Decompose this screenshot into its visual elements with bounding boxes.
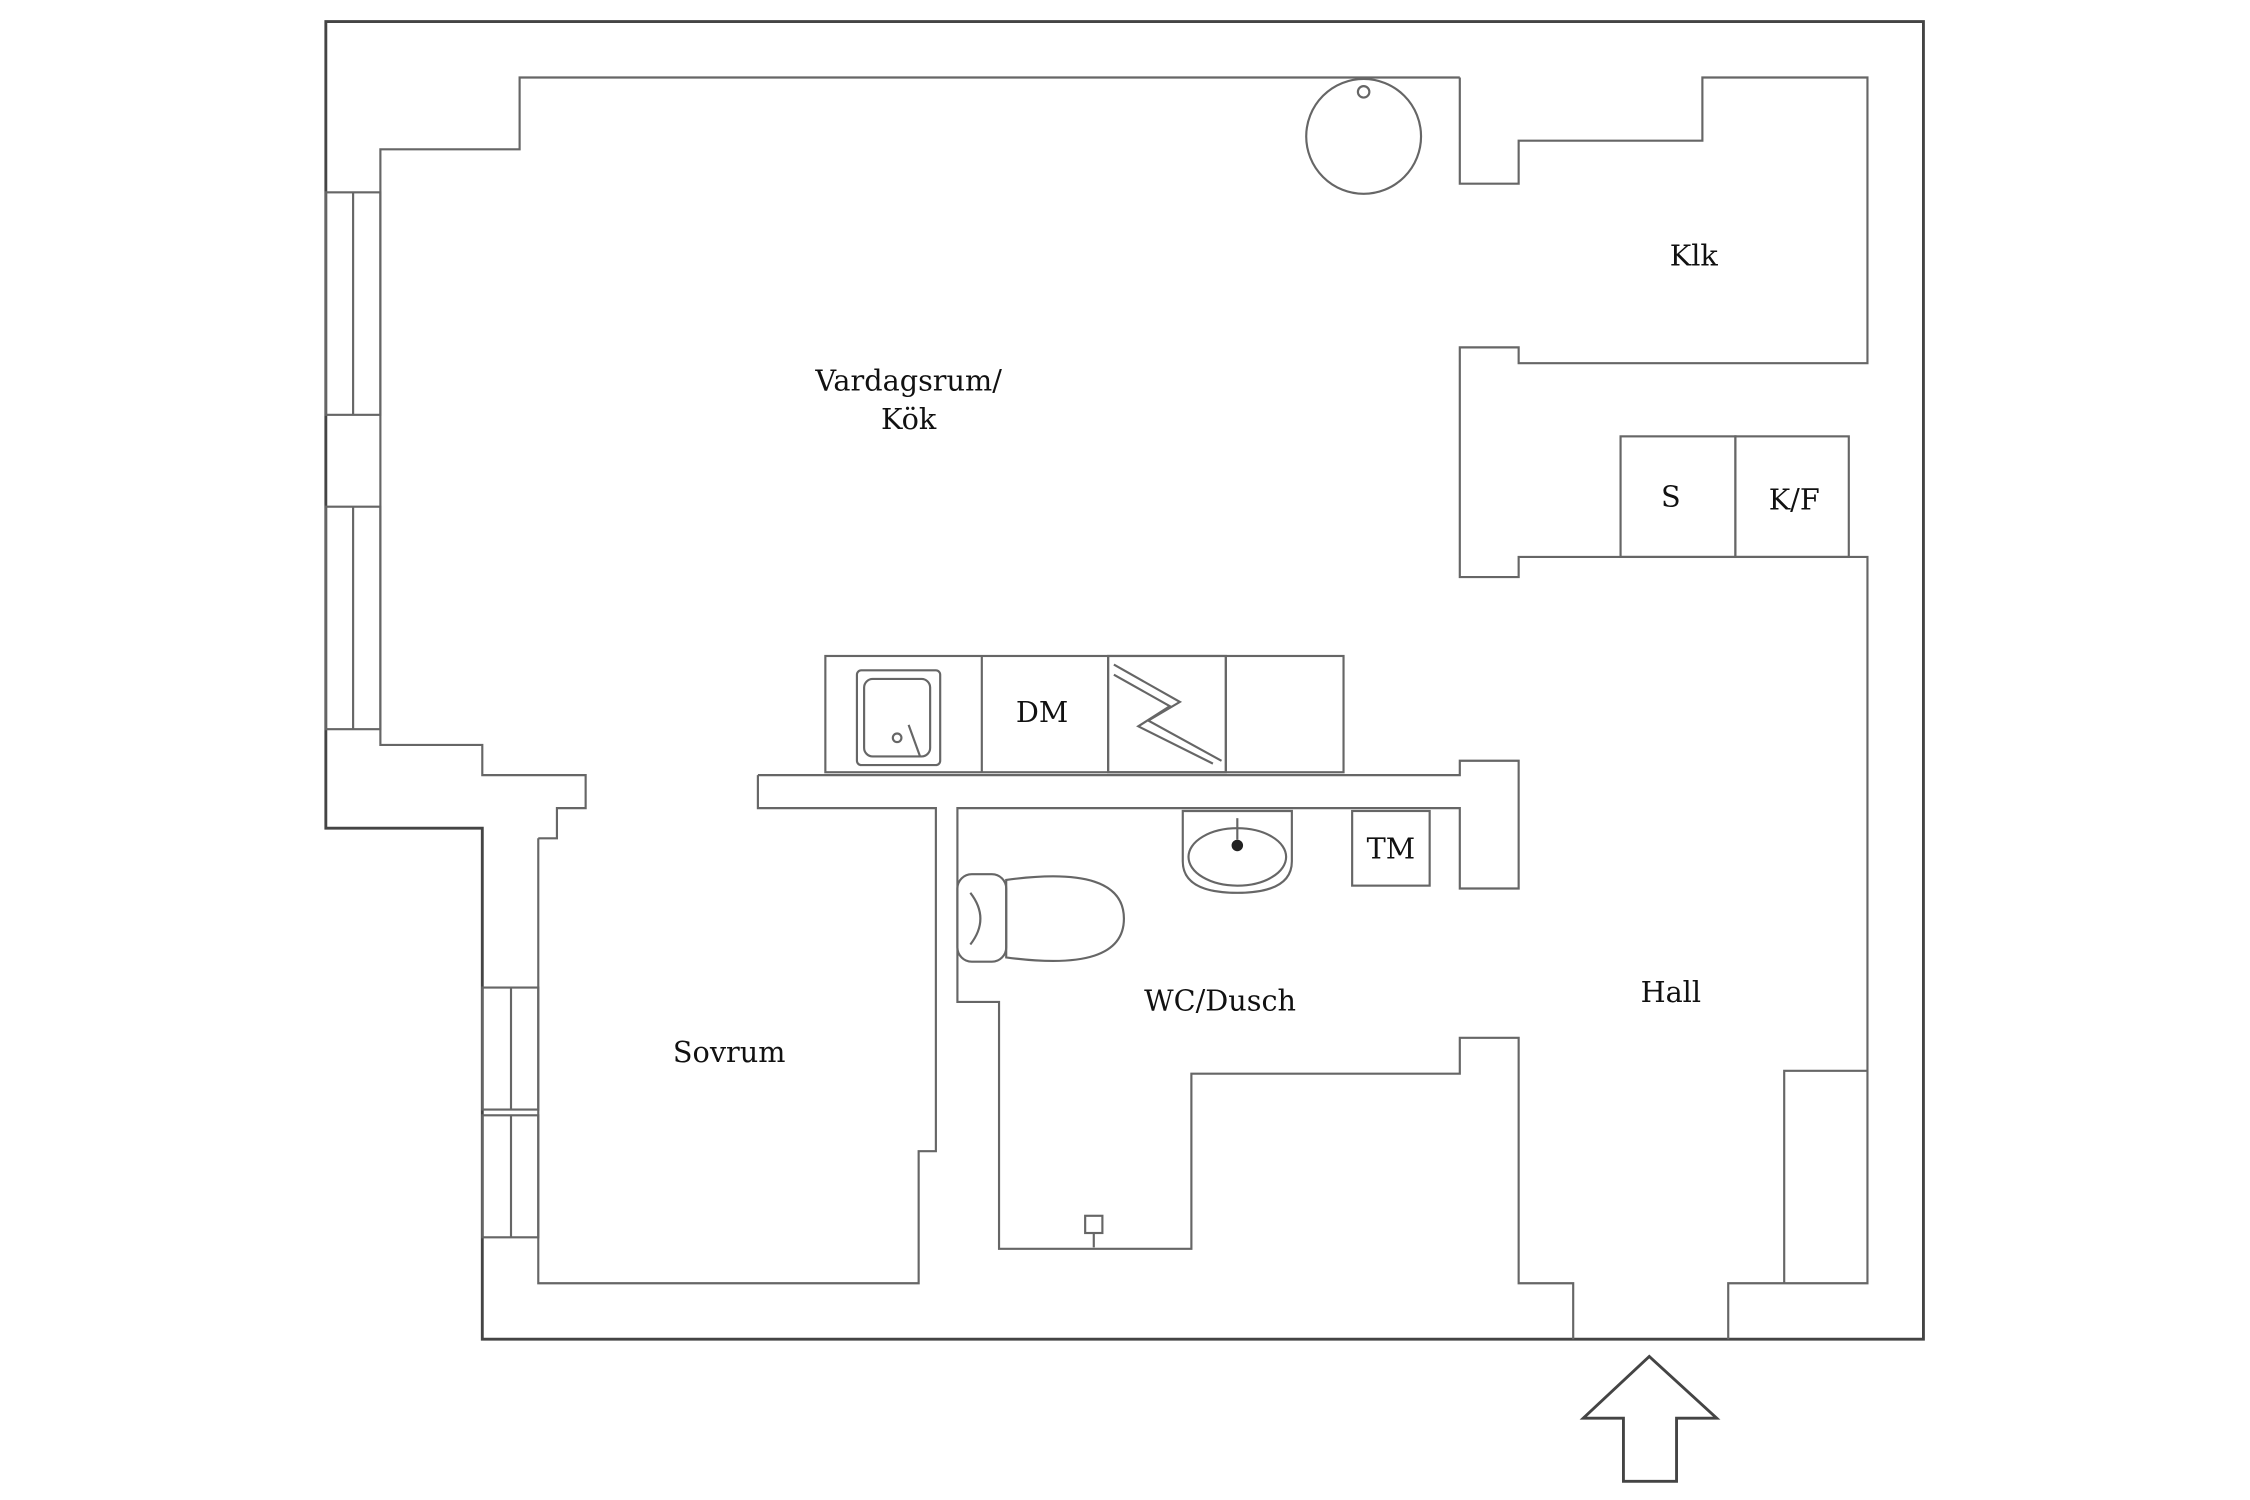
toilet-icon <box>956 873 1125 963</box>
living-room-wall-right <box>1458 76 1869 1340</box>
window-sovrum-lower <box>481 1114 540 1239</box>
label-dm: DM <box>1016 695 1068 729</box>
outer-wall <box>324 20 1925 1341</box>
stove-icon <box>1107 654 1227 774</box>
label-kf: K/F <box>1769 483 1820 517</box>
washer-tm <box>1351 809 1431 887</box>
shower-drain-icon <box>1084 1214 1104 1248</box>
window-left-upper <box>324 191 382 416</box>
label-hall: Hall <box>1641 975 1701 1009</box>
hallway-wall <box>537 775 937 1285</box>
label-wc: WC/Dusch <box>1144 984 1296 1018</box>
wardrobe-kf <box>1734 435 1850 559</box>
window-sovrum-upper <box>481 986 540 1111</box>
label-sovrum: Sovrum <box>673 1035 786 1069</box>
kitchen-counter <box>824 654 1345 774</box>
label-vardagsrum: Vardagsrum/ <box>814 363 1002 397</box>
kitchen-sink-icon <box>855 669 942 767</box>
living-room-wall <box>379 76 1460 840</box>
label-kok: Kök <box>881 402 937 436</box>
entrance-arrow-icon <box>1579 1354 1721 1483</box>
label-klk: Klk <box>1670 239 1719 273</box>
window-left-lower <box>324 505 382 731</box>
label-tm: TM <box>1367 831 1416 865</box>
washbasin-icon <box>1181 809 1293 894</box>
label-s: S <box>1661 480 1681 514</box>
round-stove-icon <box>1305 77 1423 195</box>
bath-top-wall <box>757 759 1575 1340</box>
hall-closet <box>1783 1069 1868 1284</box>
